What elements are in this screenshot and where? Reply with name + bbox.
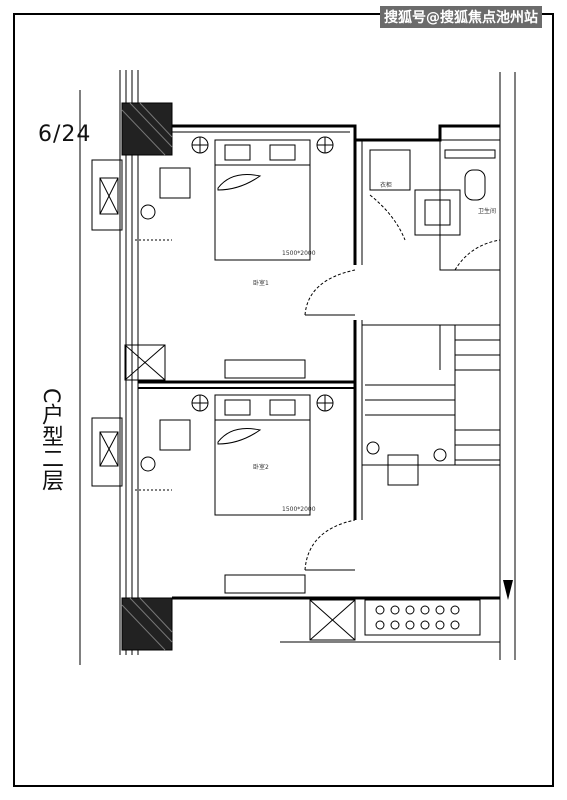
door-arc — [304, 519, 356, 571]
closet — [369, 149, 411, 191]
bath-label: 卫生间 — [478, 208, 497, 215]
bed-2-size: 1500*2000 — [282, 506, 316, 513]
bottom-counter — [364, 599, 481, 636]
bed-1 — [214, 164, 311, 261]
left-fin — [91, 159, 123, 231]
north-arrow-wedge — [503, 580, 513, 600]
bedroom-1-label: 卧室1 — [253, 280, 269, 287]
stair-treads — [365, 325, 500, 465]
left-fin-inner — [99, 431, 119, 467]
toilet — [464, 169, 486, 201]
column-bottom — [121, 597, 173, 651]
closet-label: 衣柜 — [380, 182, 393, 189]
floor-type-label: C户型二层 — [38, 388, 63, 492]
stair-block — [361, 324, 501, 466]
chair — [159, 167, 191, 199]
left-fin — [91, 417, 123, 487]
unit-label: 6/24 — [38, 122, 92, 147]
sink-cabinet — [414, 189, 461, 236]
sink-basin — [424, 199, 451, 226]
top-wall — [172, 124, 500, 142]
bedroom-2-label: 卧室2 — [253, 464, 269, 471]
bed-1-size: 1500*2000 — [282, 250, 316, 257]
page-frame — [13, 13, 554, 787]
watermark: 搜狐号@搜狐焦点池州站 — [380, 6, 542, 28]
chair — [159, 419, 191, 451]
bathroom-room — [439, 139, 501, 271]
left-fin-inner — [99, 177, 119, 215]
door-arc — [304, 269, 356, 316]
column-top — [121, 102, 173, 156]
table — [387, 454, 419, 486]
